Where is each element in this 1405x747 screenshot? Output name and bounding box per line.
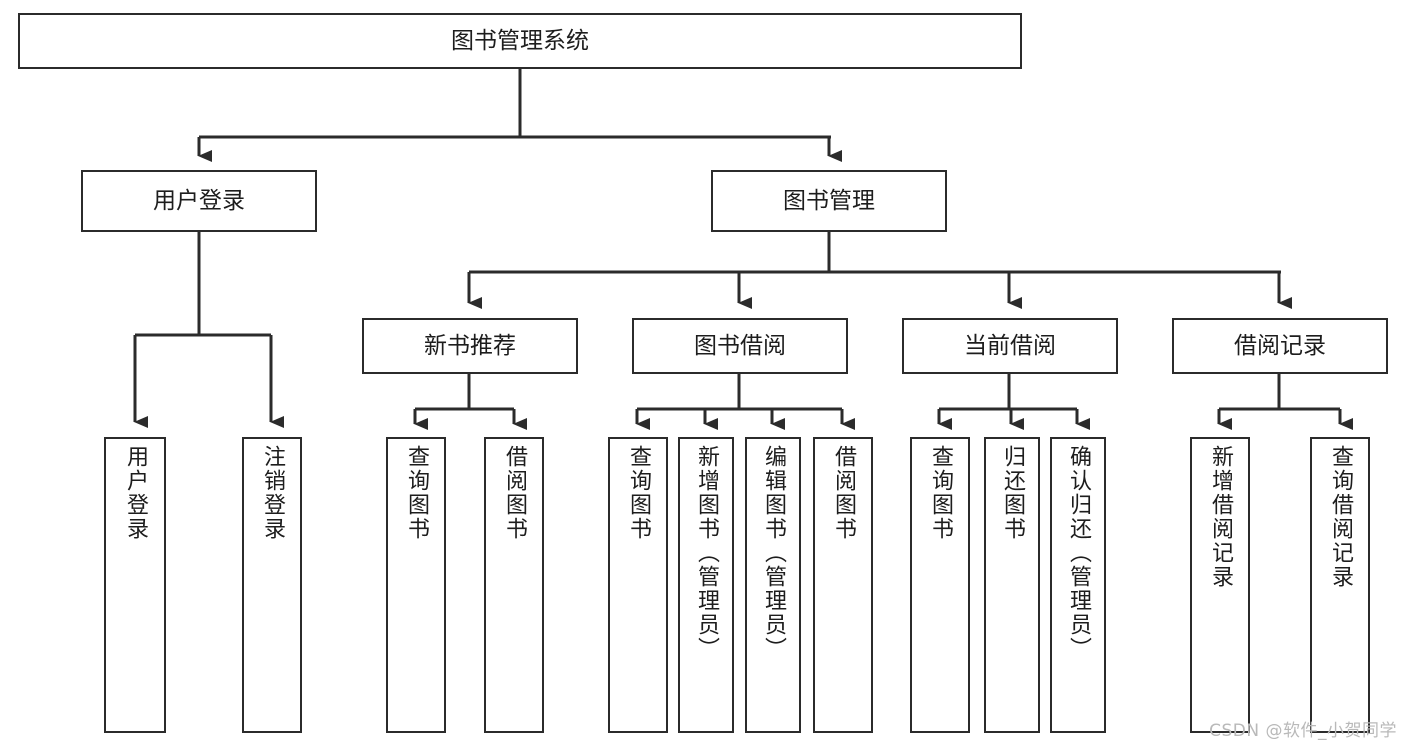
- node-book-manage-label: 图书管理: [783, 187, 875, 214]
- leaf-edit-book-label: 编辑图书（管理员）: [761, 445, 786, 661]
- node-borrow-record-label: 借阅记录: [1234, 332, 1326, 359]
- leaf-borrow-book-1[interactable]: 借阅图书: [484, 437, 544, 733]
- csdn-watermark: CSDN @软件_小贺同学: [1209, 721, 1397, 741]
- node-new-book-rec-label: 新书推荐: [424, 332, 516, 359]
- node-book-manage[interactable]: 图书管理: [711, 170, 947, 232]
- leaf-user-login[interactable]: 用户登录: [104, 437, 166, 733]
- node-new-book-rec[interactable]: 新书推荐: [362, 318, 578, 374]
- node-user-login[interactable]: 用户登录: [81, 170, 317, 232]
- leaf-user-login-label: 用户登录: [123, 445, 148, 541]
- leaf-add-book[interactable]: 新增图书（管理员）: [678, 437, 734, 733]
- leaf-borrow-book-2[interactable]: 借阅图书: [813, 437, 873, 733]
- leaf-edit-book[interactable]: 编辑图书（管理员）: [745, 437, 801, 733]
- node-borrow-record[interactable]: 借阅记录: [1172, 318, 1388, 374]
- leaf-borrow-book-2-label: 借阅图书: [831, 445, 856, 541]
- node-current-borrow-label: 当前借阅: [964, 332, 1056, 359]
- leaf-query-book-2-label: 查询图书: [626, 445, 651, 541]
- leaf-return-book-label: 归还图书: [1000, 445, 1025, 541]
- leaf-logout-label: 注销登录: [260, 445, 285, 541]
- leaf-query-record[interactable]: 查询借阅记录: [1310, 437, 1370, 733]
- leaf-add-record-label: 新增借阅记录: [1208, 445, 1233, 589]
- node-user-login-label: 用户登录: [153, 187, 245, 214]
- leaf-confirm-return[interactable]: 确认归还（管理员）: [1050, 437, 1106, 733]
- leaf-query-book-1[interactable]: 查询图书: [386, 437, 446, 733]
- leaf-query-book-1-label: 查询图书: [404, 445, 429, 541]
- node-book-borrow-label: 图书借阅: [694, 332, 786, 359]
- node-book-borrow[interactable]: 图书借阅: [632, 318, 848, 374]
- leaf-confirm-return-label: 确认归还（管理员）: [1066, 445, 1091, 661]
- leaf-add-record[interactable]: 新增借阅记录: [1190, 437, 1250, 733]
- leaf-return-book[interactable]: 归还图书: [984, 437, 1040, 733]
- node-root-label: 图书管理系统: [451, 27, 589, 54]
- node-current-borrow[interactable]: 当前借阅: [902, 318, 1118, 374]
- leaf-query-book-3[interactable]: 查询图书: [910, 437, 970, 733]
- leaf-logout[interactable]: 注销登录: [242, 437, 302, 733]
- leaf-add-book-label: 新增图书（管理员）: [694, 445, 719, 661]
- leaf-borrow-book-1-label: 借阅图书: [502, 445, 527, 541]
- leaf-query-book-3-label: 查询图书: [928, 445, 953, 541]
- leaf-query-book-2[interactable]: 查询图书: [608, 437, 668, 733]
- node-root[interactable]: 图书管理系统: [18, 13, 1022, 69]
- leaf-query-record-label: 查询借阅记录: [1328, 445, 1353, 589]
